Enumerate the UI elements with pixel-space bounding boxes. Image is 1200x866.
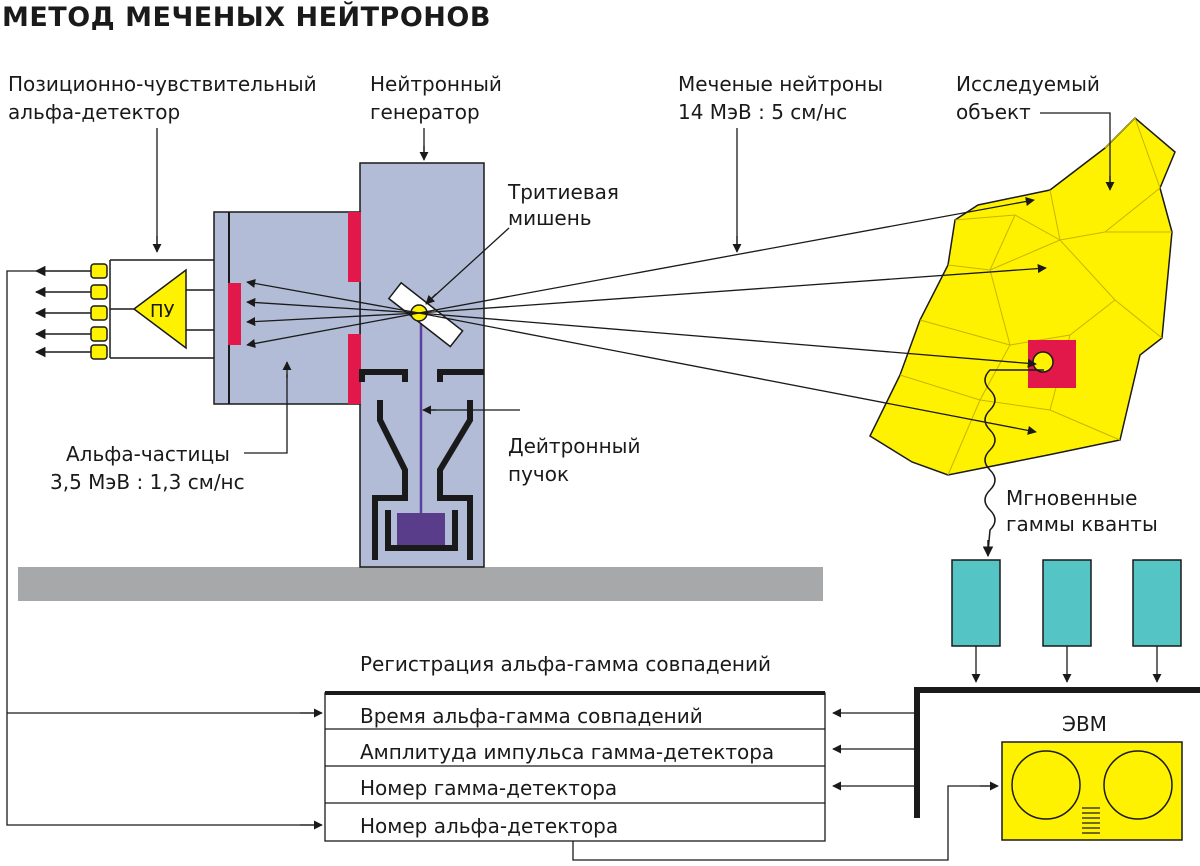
computer-label: ЭВМ: [1062, 712, 1107, 736]
object-shape: [869, 116, 1176, 476]
deuteron-source: [397, 513, 445, 545]
detector-arrows: [971, 646, 1162, 683]
computer-box: [1001, 741, 1183, 841]
collimator-bottom: [348, 334, 361, 404]
gamma-detector-3: [1132, 559, 1182, 647]
registration-table: [324, 691, 826, 842]
gamma-detector-1: [951, 559, 1001, 647]
registration-row-3: Номер гамма-детектора: [360, 776, 618, 800]
left-wiring: [6, 270, 318, 826]
floor-bar: [18, 567, 823, 601]
registration-row-2: Амплитуда импульса гамма-детектора: [360, 740, 775, 764]
label-alpha-detector-line2: альфа-детектор: [8, 100, 181, 124]
registration-row-4: Номер альфа-детектора: [360, 814, 619, 838]
output-arrows: [34, 265, 91, 358]
label-tritium-target-line1: Тритиевая: [508, 180, 619, 204]
label-alpha-particles-line2: 3,5 МэВ : 1,3 см/нс: [50, 470, 245, 494]
neutron-rays: [418, 197, 1047, 435]
gamma-wave: [984, 369, 1044, 553]
label-prompt-gamma-line1: Мгновенные: [1006, 486, 1138, 510]
label-deuteron-beam-line2: пучок: [508, 462, 570, 486]
registration-row-1: Время альфа-гамма совпадений: [360, 704, 703, 728]
alpha-rays: [246, 278, 420, 348]
label-prompt-gamma-line2: гаммы кванты: [1006, 512, 1158, 536]
amplifier-triangle: [132, 268, 187, 350]
computer-disk-left: [1011, 750, 1081, 820]
label-deuteron-beam-line1: Дейтронный: [508, 434, 641, 458]
amplifier-label: ПУ: [150, 301, 175, 322]
label-tagged-neutrons-line1: Меченые нейтроны: [678, 72, 884, 96]
collimator-top: [348, 212, 361, 282]
registration-title: Регистрация альфа-гамма совпадений: [360, 652, 771, 676]
data-bus: [914, 687, 1200, 818]
computer-vents: [1082, 807, 1100, 834]
label-object-line2: объект: [956, 100, 1031, 124]
gamma-detector-2: [1042, 559, 1092, 647]
leader-arrowheads: [152, 146, 1115, 415]
label-neutron-generator-line2: генератор: [370, 100, 480, 124]
label-neutron-generator-line1: Нейтронный: [370, 72, 502, 96]
label-alpha-detector-line1: Позиционно-чувствительный: [8, 72, 317, 96]
label-tritium-target-line2: мишень: [508, 206, 592, 230]
connectors: [90, 263, 108, 360]
alpha-detector-strip: [228, 283, 241, 345]
label-tagged-neutrons-line2: 14 МэВ : 5 см/нс: [678, 100, 848, 124]
generator-inner-structure: [359, 369, 484, 560]
amplifier-wires: [109, 259, 214, 359]
table-to-computer-line: [572, 785, 994, 861]
gamma-source-spot: [1032, 351, 1054, 373]
computer-disk-right: [1103, 750, 1173, 820]
label-object-line1: Исследуемый: [956, 72, 1100, 96]
page-title: МЕТОД МЕЧЕНЫХ НЕЙТРОНОВ: [2, 2, 491, 33]
label-alpha-particles-line1: Альфа-частицы: [66, 442, 230, 466]
bus-arrows: [832, 708, 917, 791]
